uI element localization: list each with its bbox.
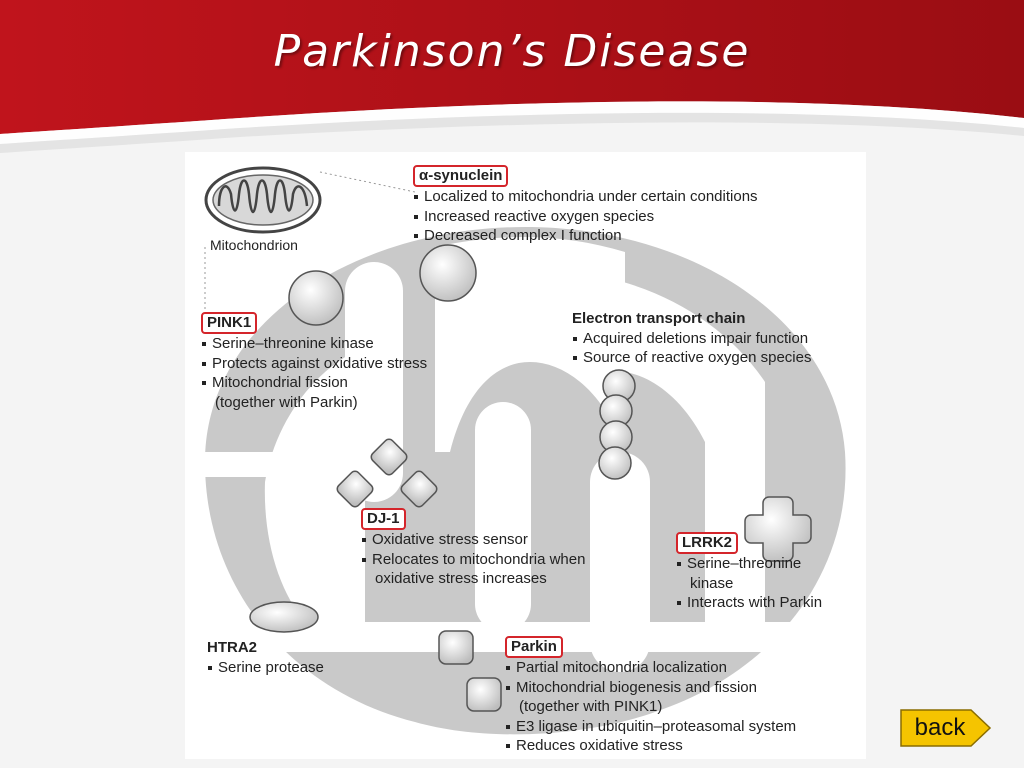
etc-complex-sphere xyxy=(598,446,632,480)
list-item: Serine protease xyxy=(207,658,324,678)
list-item-continuation: (together with PINK1) xyxy=(519,698,663,715)
parkin-label: Parkin xyxy=(505,636,563,658)
alpha-synuclein-label: α-synuclein xyxy=(413,165,509,187)
pink1-sphere xyxy=(288,270,344,326)
slide-title: Parkinson’s Disease xyxy=(273,26,751,77)
title-banner xyxy=(0,0,1024,153)
etc-title: Electron transport chain xyxy=(572,310,746,327)
list-item-continuation: oxidative stress increases xyxy=(375,570,547,587)
list-item: Localized to mitochondria under certain … xyxy=(413,187,758,207)
list-item: Mitochondrial fission xyxy=(201,373,427,393)
list-item: Partial mitochondria localization xyxy=(505,658,796,678)
parkin-square xyxy=(438,630,474,665)
alpha-synuclein-block: α-synuclein Localized to mitochondria un… xyxy=(413,165,758,246)
list-item: Increased reactive oxygen species xyxy=(413,207,758,227)
list-item: Reduces oxidative stress xyxy=(505,736,796,756)
dj1-block: DJ-1 Oxidative stress sensor Relocates t… xyxy=(361,508,585,589)
list-item: Mitochondrial biogenesis and fission xyxy=(505,678,796,698)
etc-block: Electron transport chain Acquired deleti… xyxy=(572,309,811,368)
list-item: Serine–threonine xyxy=(676,554,822,574)
mitochondria-figure: Mitochondrion α-synuclein Localized to m… xyxy=(185,152,866,759)
dj1-label: DJ-1 xyxy=(361,508,406,530)
list-item: Relocates to mitochondria when xyxy=(361,550,585,570)
htra2-title: HTRA2 xyxy=(207,639,258,656)
lrrk2-cross-shape xyxy=(744,496,812,562)
list-item: Decreased complex I function xyxy=(413,226,758,246)
pink1-label: PINK1 xyxy=(201,312,258,334)
htra2-ellipse xyxy=(249,601,319,633)
list-item: Protects against oxidative stress xyxy=(201,354,427,374)
dj1-diamonds xyxy=(336,438,438,508)
parkin-square xyxy=(466,677,502,712)
back-label: back xyxy=(914,714,966,741)
list-item: E3 ligase in ubiquitin–proteasomal syste… xyxy=(505,717,796,737)
list-item: Interacts with Parkin xyxy=(676,593,822,613)
mitochondrion-illustration xyxy=(204,166,846,735)
small-mitochondrion-icon xyxy=(204,166,322,234)
list-item-continuation: (together with Parkin) xyxy=(215,393,358,411)
htra2-block: HTRA2 Serine protease xyxy=(207,638,324,677)
alpha-synuclein-sphere xyxy=(419,244,477,302)
list-item: Acquired deletions impair function xyxy=(572,329,811,349)
arrow-right-button-shape xyxy=(900,709,992,747)
lrrk2-block: LRRK2 Serine–threonine kinase Interacts … xyxy=(676,532,822,613)
back-button[interactable]: back xyxy=(899,708,992,748)
mitochondrion-caption: Mitochondrion xyxy=(210,237,298,253)
list-item: Source of reactive oxygen species xyxy=(572,348,811,368)
parkin-block: Parkin Partial mitochondria localization… xyxy=(505,636,796,756)
lrrk2-label: LRRK2 xyxy=(676,532,739,554)
callout-line xyxy=(319,171,416,193)
list-item: Serine–threonine kinase xyxy=(201,334,427,354)
pink1-block: PINK1 Serine–threonine kinase Protects a… xyxy=(201,312,427,412)
list-item: Oxidative stress sensor xyxy=(361,530,585,550)
list-item-continuation: kinase xyxy=(690,574,734,592)
